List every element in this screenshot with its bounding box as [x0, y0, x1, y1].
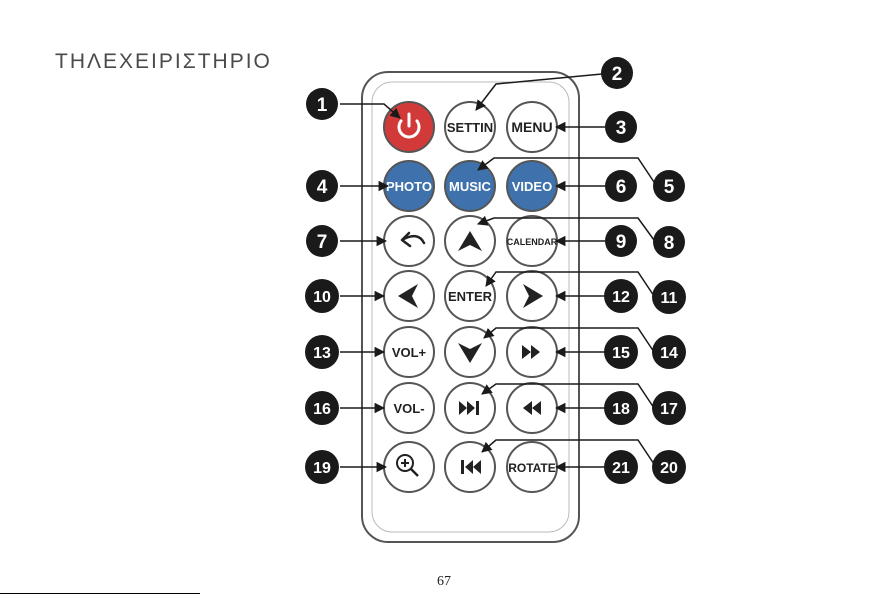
svg-text:11: 11: [661, 290, 678, 307]
svg-text:14: 14: [660, 345, 678, 362]
callout-2: 2: [601, 57, 633, 89]
svg-text:8: 8: [664, 233, 675, 254]
svg-text:6: 6: [616, 177, 627, 198]
right-button[interactable]: [507, 271, 557, 321]
svg-text:7: 7: [317, 232, 328, 253]
rotate-button[interactable]: ROTATE: [507, 442, 557, 492]
calendar-button[interactable]: CALENDAR: [507, 216, 558, 266]
vol-plus-label: VOL+: [392, 345, 427, 360]
photo-button[interactable]: PHOTO: [384, 161, 434, 211]
menu-button[interactable]: MENU: [507, 102, 557, 152]
svg-text:19: 19: [313, 460, 331, 477]
callout-20: 20: [652, 450, 686, 484]
callout-11: 11: [652, 280, 686, 314]
up-button[interactable]: [445, 216, 495, 266]
music-button[interactable]: MUSIC: [445, 161, 495, 211]
footnote-divider: [0, 593, 200, 594]
svg-text:9: 9: [616, 232, 627, 253]
svg-text:1: 1: [317, 95, 328, 116]
callout-4: 4: [306, 170, 338, 202]
zoom-button[interactable]: [384, 442, 434, 492]
video-label: VIDEO: [512, 179, 552, 194]
callout-21: 21: [604, 450, 638, 484]
svg-text:17: 17: [660, 401, 678, 418]
enter-label: ENTER: [448, 289, 493, 304]
callout-6: 6: [605, 170, 637, 202]
svg-text:3: 3: [616, 118, 627, 139]
callout-13: 13: [305, 335, 339, 369]
power-button[interactable]: [384, 102, 434, 152]
vol-minus-button[interactable]: VOL-: [384, 383, 434, 433]
calendar-label: CALENDAR: [507, 237, 558, 247]
svg-text:2: 2: [612, 64, 623, 85]
svg-text:20: 20: [660, 460, 678, 477]
music-label: MUSIC: [449, 179, 492, 194]
callout-14: 14: [652, 335, 686, 369]
back-button[interactable]: [384, 216, 434, 266]
callout-19: 19: [305, 450, 339, 484]
svg-text:18: 18: [612, 401, 630, 418]
left-button[interactable]: [384, 271, 434, 321]
callout-9: 9: [605, 225, 637, 257]
callout-15: 15: [604, 335, 638, 369]
svg-text:4: 4: [317, 177, 328, 198]
svg-text:16: 16: [313, 401, 331, 418]
callout-1: 1: [306, 88, 338, 120]
svg-text:5: 5: [664, 177, 675, 198]
menu-label: MENU: [511, 119, 552, 135]
svg-text:12: 12: [612, 289, 630, 306]
enter-button[interactable]: ENTER: [445, 271, 495, 321]
callout-5: 5: [653, 170, 685, 202]
settin-button[interactable]: SETTIN: [445, 102, 495, 152]
video-button[interactable]: VIDEO: [507, 161, 557, 211]
vol-plus-button[interactable]: VOL+: [384, 327, 434, 377]
svg-text:13: 13: [313, 345, 331, 362]
vol-minus-label: VOL-: [393, 401, 424, 416]
svg-text:15: 15: [612, 345, 630, 362]
rotate-label: ROTATE: [508, 461, 556, 475]
fast-forward-button[interactable]: [507, 327, 557, 377]
rewind-button[interactable]: [507, 383, 557, 433]
callout-3: 3: [605, 111, 637, 143]
callout-17: 17: [652, 391, 686, 425]
photo-label: PHOTO: [386, 179, 432, 194]
settin-label: SETTIN: [447, 120, 493, 135]
svg-text:10: 10: [313, 289, 331, 306]
svg-text:21: 21: [612, 460, 630, 477]
callout-10: 10: [305, 279, 339, 313]
prev-button[interactable]: [445, 442, 495, 492]
callout-16: 16: [305, 391, 339, 425]
callout-8: 8: [653, 226, 685, 258]
callout-7: 7: [306, 225, 338, 257]
page-number: 67: [437, 574, 451, 590]
callout-18: 18: [604, 391, 638, 425]
callout-12: 12: [604, 279, 638, 313]
